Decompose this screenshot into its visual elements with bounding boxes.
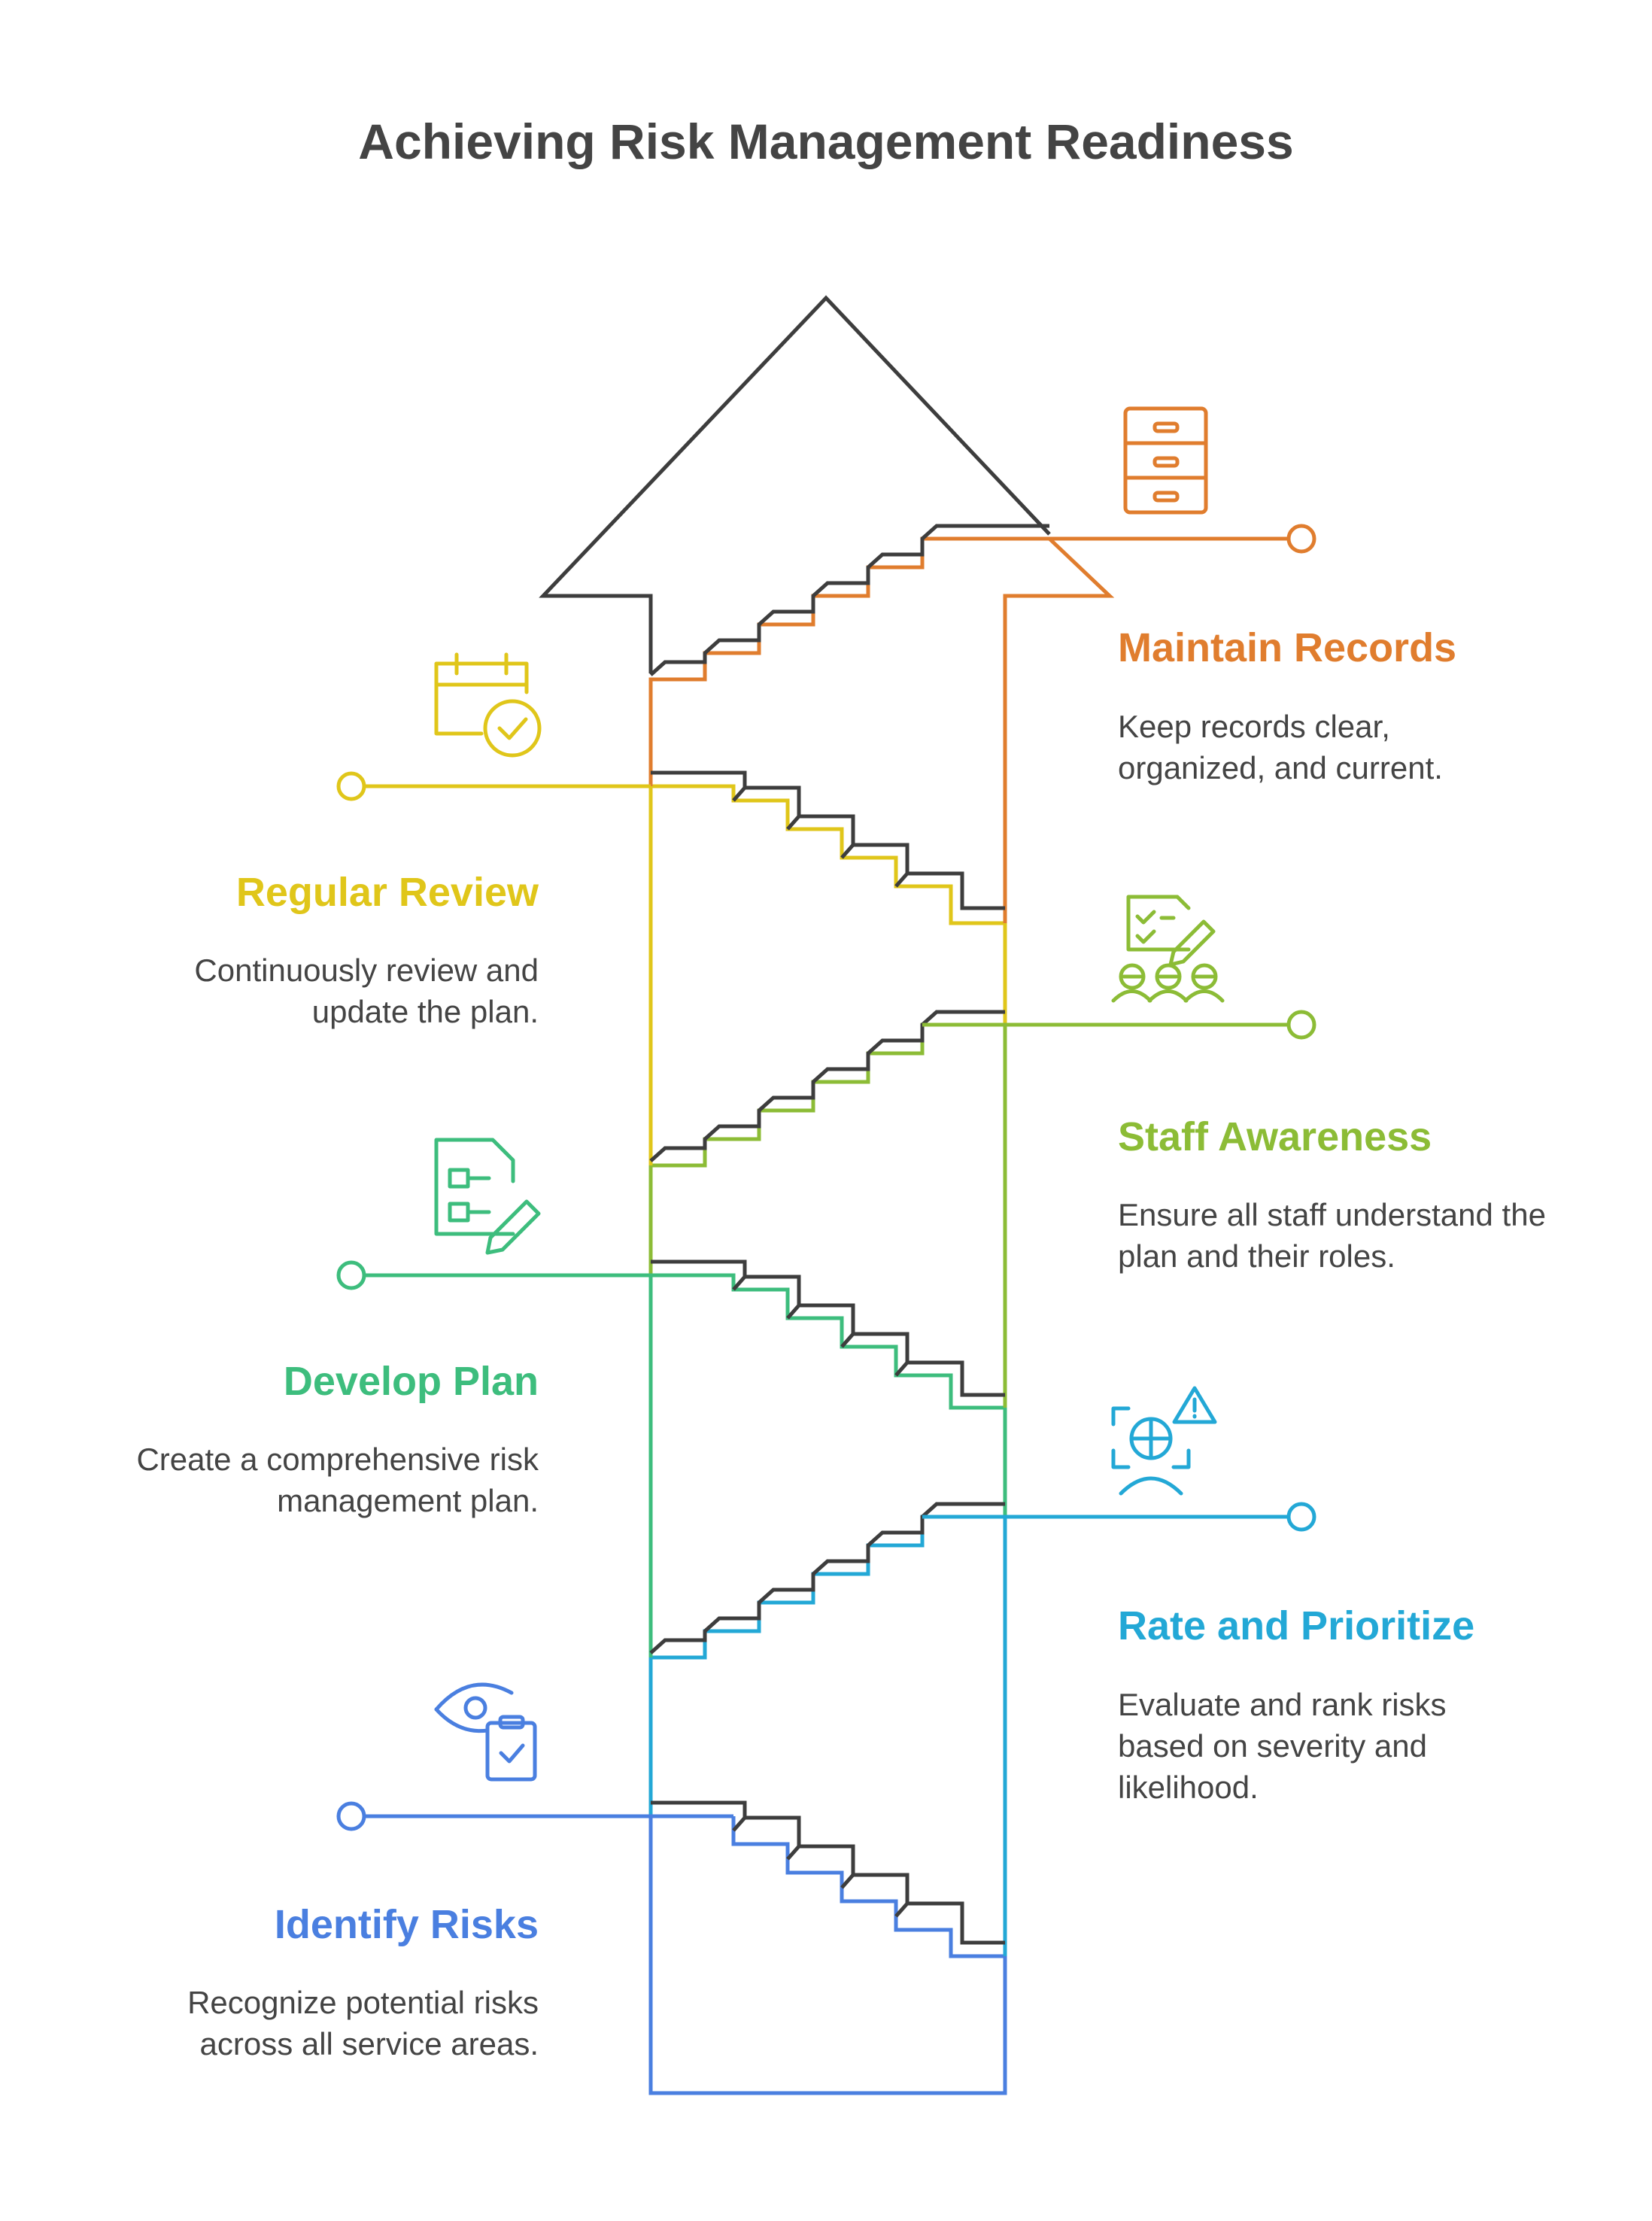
- rate-connector-dot: [1286, 1502, 1316, 1532]
- steps-awareness-outline: [649, 1010, 1005, 1162]
- identify-connector-dot: [336, 1801, 366, 1831]
- file-cabinet-icon: [1123, 406, 1208, 515]
- steps-rate-outline: [649, 1502, 1005, 1654]
- regular-review-description: Continuously review and update the plan.: [194, 953, 539, 1029]
- develop-plan-path: [648, 1165, 1007, 1657]
- staff-awareness-title: Staff Awareness: [1118, 1114, 1432, 1159]
- identify-risks-description: Recognize potential risks across all ser…: [187, 1985, 539, 2061]
- maintain-records-title: Maintain Records: [1118, 625, 1457, 670]
- eye-clipboard-icon: [434, 1682, 537, 1782]
- staff-awareness-path: [648, 1022, 1007, 1408]
- calendar-check-icon: [434, 652, 542, 758]
- steps-develop-outline: [651, 1259, 1005, 1397]
- steps-top-outline: [649, 524, 1049, 676]
- risk-assessment-icon: [1111, 1386, 1217, 1496]
- plan-document-icon: [434, 1138, 541, 1255]
- develop-plan-title: Develop Plan: [283, 1359, 539, 1404]
- staff-checklist-icon: [1111, 895, 1225, 1003]
- steps-identify-outline: [651, 1800, 1005, 1945]
- develop-connector-dot: [336, 1260, 366, 1290]
- regular-review-path: [648, 784, 1007, 1165]
- identify-risks-title: Identify Risks: [274, 1902, 539, 1947]
- maintain-records-description: Keep records clear, organized, and curre…: [1118, 709, 1443, 785]
- rate-prioritize-title: Rate and Prioritize: [1118, 1603, 1475, 1648]
- rate-prioritize-description: Evaluate and rank risks based on severit…: [1118, 1687, 1447, 1805]
- records-connector-dot: [1286, 524, 1316, 554]
- rate-prioritize-segment: [648, 1657, 733, 1818]
- regular-review-title: Regular Review: [235, 870, 539, 915]
- page-title: Achieving Risk Management Readiness: [358, 114, 1294, 169]
- review-connector-dot: [336, 771, 366, 801]
- maintain-records-path: [648, 536, 1115, 923]
- steps-review-outline: [651, 770, 1005, 910]
- arrow-head-outline: [539, 295, 1051, 673]
- staff-awareness-description: Ensure all staff understand the plan and…: [1118, 1197, 1546, 1274]
- develop-plan-description: Create a comprehensive risk management p…: [136, 1442, 539, 1518]
- identify-risks-segment: [648, 1816, 1007, 2095]
- awareness-connector-dot: [1286, 1010, 1316, 1040]
- rate-prioritize-path: [648, 1515, 1007, 1956]
